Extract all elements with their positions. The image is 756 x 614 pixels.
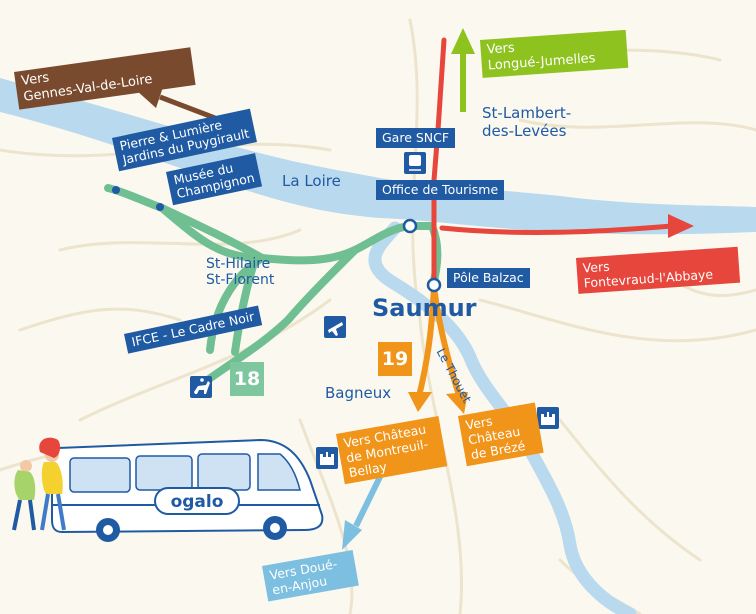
pole-balzac-stop[interactable] <box>426 277 442 293</box>
line-19-orange-route <box>417 285 461 395</box>
walking-people-illustration <box>12 437 66 531</box>
line-number-19: 19 <box>378 342 412 376</box>
place-label-st-lambert: St-Lambert- des-Levées <box>482 104 572 140</box>
castle-icon <box>537 407 559 429</box>
place-label-bagneux: Bagneux <box>325 384 392 402</box>
van-illustration <box>51 438 324 542</box>
castle-icon <box>316 447 338 469</box>
pierre-lumiere-stop[interactable] <box>112 186 120 194</box>
stop-label-pole-balzac[interactable]: Pôle Balzac <box>447 268 530 288</box>
river-label-loire: La Loire <box>282 172 341 190</box>
line-19-red-route <box>431 37 675 288</box>
airplane-icon <box>324 316 346 338</box>
brand-logo: ogalo <box>171 492 224 512</box>
breze-arrowhead <box>446 392 468 414</box>
city-label-saumur: Saumur <box>372 294 477 322</box>
train-icon <box>404 152 426 174</box>
office-tourisme-stop[interactable] <box>402 218 418 234</box>
loire-river <box>0 78 756 235</box>
thouet-river <box>368 221 637 614</box>
horse-rider-icon <box>190 376 212 398</box>
musee-champignon-stop[interactable] <box>156 203 164 211</box>
stop-label-office-tourisme[interactable]: Office de Tourisme <box>376 180 505 200</box>
montreuil-arrowhead <box>408 392 432 412</box>
fontevraud-arrowhead <box>668 214 694 238</box>
line-number-18: 18 <box>230 362 264 396</box>
place-label-st-hilaire: St-Hilaire St-Florent <box>206 256 275 288</box>
stop-label-gare-sncf[interactable]: Gare SNCF <box>376 128 456 148</box>
line-18-route <box>104 184 442 386</box>
longue-arrow <box>451 28 475 112</box>
